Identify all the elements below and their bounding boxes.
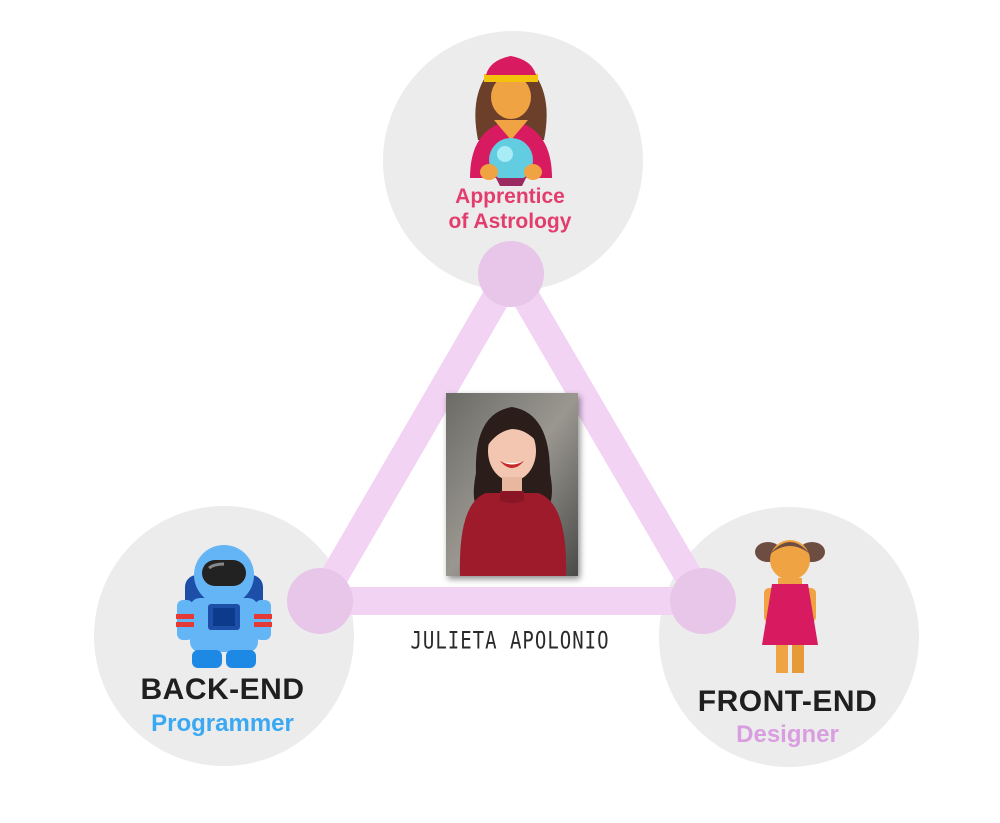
connection-triangle xyxy=(295,244,728,615)
astrology-node-label: Apprentice of Astrology xyxy=(400,184,620,234)
frontend-node-title: FRONT-END xyxy=(697,685,878,718)
fortune-teller-icon xyxy=(470,56,552,186)
astrology-label-line2: of Astrology xyxy=(448,210,572,233)
astrology-label-line1: Apprentice xyxy=(455,185,565,208)
triangle-joint-right xyxy=(670,568,736,634)
backend-node-subtitle: Programmer xyxy=(151,710,294,737)
portrait-photo xyxy=(446,393,578,576)
girl-icon xyxy=(755,540,825,673)
triangle-joint-top xyxy=(478,241,544,307)
backend-node-title: BACK-END xyxy=(140,673,305,706)
frontend-node-subtitle: Designer xyxy=(736,721,839,748)
person-name: JULIETA APOLONIO xyxy=(410,627,610,655)
astronaut-icon xyxy=(176,545,272,668)
triangle-joint-left xyxy=(287,568,353,634)
